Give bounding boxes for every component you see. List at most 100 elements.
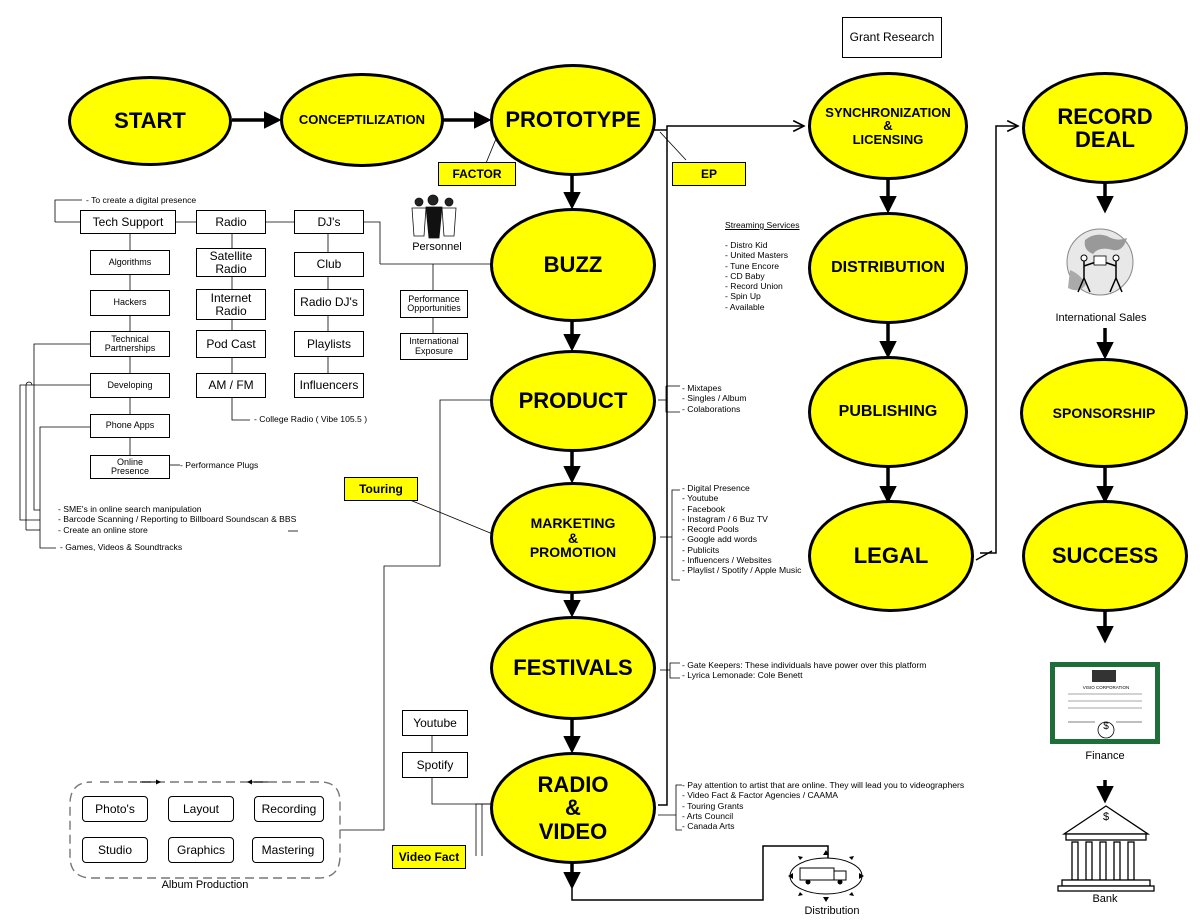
tag-video-fact[interactable]: Video Fact	[392, 845, 466, 869]
note-digital-presence: - To create a digital presence	[86, 195, 197, 205]
streaming-item: - Available	[725, 301, 765, 312]
node-conceptualization[interactable]: CONCEPTILIZATION	[280, 73, 444, 167]
box-club[interactable]: Club	[294, 252, 364, 277]
streaming-item: - CD Baby	[725, 270, 765, 281]
box-algorithms[interactable]: Algorithms	[90, 250, 170, 275]
left-note-item: - Barcode Scanning / Reporting to Billbo…	[58, 514, 297, 525]
tag-ep[interactable]: EP	[672, 162, 746, 186]
left-note-games: - Games, Videos & Soundtracks	[60, 542, 183, 552]
box-grant-research[interactable]: Grant Research	[842, 17, 942, 58]
node-legal[interactable]: LEGAL	[808, 500, 974, 612]
note-performance-plugs: - Performance Plugs	[180, 460, 259, 470]
tag-factor[interactable]: FACTOR	[438, 162, 516, 186]
node-record-deal[interactable]: RECORD DEAL	[1022, 72, 1188, 184]
box-internet-radio[interactable]: Internet Radio	[196, 289, 266, 320]
album-studio[interactable]: Studio	[82, 837, 148, 863]
box-djs[interactable]: DJ's	[294, 210, 364, 234]
album-graphics[interactable]: Graphics	[168, 837, 234, 863]
radio-item: - Arts Council	[682, 810, 734, 821]
box-tech-support[interactable]: Tech Support	[80, 210, 176, 234]
bank-label: Bank	[1092, 893, 1118, 905]
box-playlists[interactable]: Playlists	[294, 331, 364, 357]
album-production-group	[69, 781, 341, 879]
marketing-item: - Publicits	[682, 544, 720, 555]
finance-label: Finance	[1085, 750, 1125, 762]
personnel-icon	[411, 194, 457, 239]
distribution-truck-icon	[788, 850, 864, 902]
box-radio[interactable]: Radio	[196, 210, 266, 234]
marketing-list: - Digital Presence - Youtube - Facebook …	[682, 483, 801, 576]
node-success[interactable]: SUCCESS	[1022, 500, 1188, 612]
radio-list: - Pay attention to artist that are onlin…	[682, 780, 964, 831]
left-note-list: - SME's in online search manipulation - …	[58, 504, 296, 535]
marketing-item: - Facebook	[682, 503, 725, 514]
box-pod-cast[interactable]: Pod Cast	[196, 330, 266, 358]
box-hackers[interactable]: Hackers	[90, 290, 170, 316]
box-developing[interactable]: Developing	[90, 373, 170, 398]
festivals-item: - Gate Keepers: These individuals have p…	[682, 660, 927, 670]
bank-dollar: $	[1102, 811, 1110, 823]
node-marketing-promotion[interactable]: MARKETING & PROMOTION	[490, 482, 656, 594]
box-am-fm[interactable]: AM / FM	[196, 373, 266, 398]
album-recording[interactable]: Recording	[254, 796, 324, 822]
streaming-item: - Distro Kid	[725, 240, 768, 250]
radio-item: - Canada Arts	[682, 821, 735, 832]
marketing-item: - Playlist / Spotify / Apple Music	[682, 565, 802, 576]
node-sponsorship[interactable]: SPONSORSHIP	[1020, 358, 1188, 468]
marketing-item: - Youtube	[682, 493, 719, 504]
box-international-exposure[interactable]: International Exposure	[400, 333, 468, 360]
streaming-item: - United Masters	[725, 250, 789, 261]
product-item: - Colaborations	[682, 403, 741, 414]
box-satellite-radio[interactable]: Satellite Radio	[196, 248, 266, 277]
festivals-item: - Lyrica Lemonade: Cole Benett	[682, 670, 803, 681]
radio-item: - Touring Grants	[682, 800, 744, 811]
box-online-presence[interactable]: Online Presence	[90, 455, 170, 479]
box-phone-apps[interactable]: Phone Apps	[90, 414, 170, 438]
streaming-item: - Record Union	[725, 281, 783, 292]
marketing-item: - Google add words	[682, 534, 757, 545]
certificate-icon	[1050, 662, 1160, 744]
tag-touring[interactable]: Touring	[344, 477, 418, 501]
bank-icon	[1057, 805, 1155, 892]
international-sales-label: International Sales	[1055, 312, 1147, 324]
radio-item: - Video Fact & Factor Agencies / CAAMA	[682, 790, 839, 801]
marketing-item: - Instagram / 6 Buz TV	[682, 513, 768, 524]
streaming-list: - Distro Kid - United Masters - Tune Enc…	[725, 240, 788, 312]
personnel-label: Personnel	[412, 241, 462, 253]
node-radio-video[interactable]: RADIO & VIDEO	[490, 752, 656, 864]
radio-item: - Pay attention to artist that are onlin…	[682, 780, 965, 790]
box-technical-partnerships[interactable]: Technical Partnerships	[90, 331, 170, 357]
node-buzz[interactable]: BUZZ	[490, 208, 656, 322]
product-item: - Singles / Album	[682, 393, 747, 404]
album-photos[interactable]: Photo's	[82, 796, 148, 822]
streaming-item: - Tune Encore	[725, 260, 779, 271]
node-distribution[interactable]: DISTRIBUTION	[808, 212, 968, 324]
album-layout[interactable]: Layout	[168, 796, 234, 822]
marketing-item: - Digital Presence	[682, 483, 750, 493]
node-sync-licensing[interactable]: SYNCHRONIZATION & LICENSING	[808, 72, 968, 180]
international-sales-icon	[1066, 228, 1134, 296]
box-youtube[interactable]: Youtube	[402, 710, 468, 736]
box-spotify[interactable]: Spotify	[402, 752, 468, 778]
box-performance-opportunities[interactable]: Performance Opportunities	[400, 290, 468, 318]
album-mastering[interactable]: Mastering	[252, 837, 324, 863]
node-publishing[interactable]: PUBLISHING	[808, 356, 968, 468]
certificate-dollar: $	[1103, 721, 1109, 732]
note-college-radio: - College Radio ( Vibe 105.5 )	[254, 414, 368, 424]
node-start[interactable]: START	[68, 76, 232, 166]
distribution-label: Distribution	[804, 905, 860, 917]
marketing-item: - Influencers / Websites	[682, 555, 772, 566]
left-note-item: - SME's in online search manipulation	[58, 504, 202, 514]
box-influencers[interactable]: Influencers	[294, 373, 364, 398]
product-item: - Mixtapes	[682, 383, 722, 393]
product-list: - Mixtapes - Singles / Album - Colaborat…	[682, 383, 746, 414]
streaming-title: Streaming Services	[725, 220, 800, 230]
album-production-label: Album Production	[161, 879, 249, 891]
node-prototype[interactable]: PROTOTYPE	[490, 64, 656, 176]
marketing-item: - Record Pools	[682, 524, 739, 535]
box-radio-djs[interactable]: Radio DJ's	[294, 289, 364, 316]
node-product[interactable]: PRODUCT	[490, 350, 656, 452]
streaming-item: - Spin Up	[725, 291, 761, 302]
node-festivals[interactable]: FESTIVALS	[490, 616, 656, 720]
